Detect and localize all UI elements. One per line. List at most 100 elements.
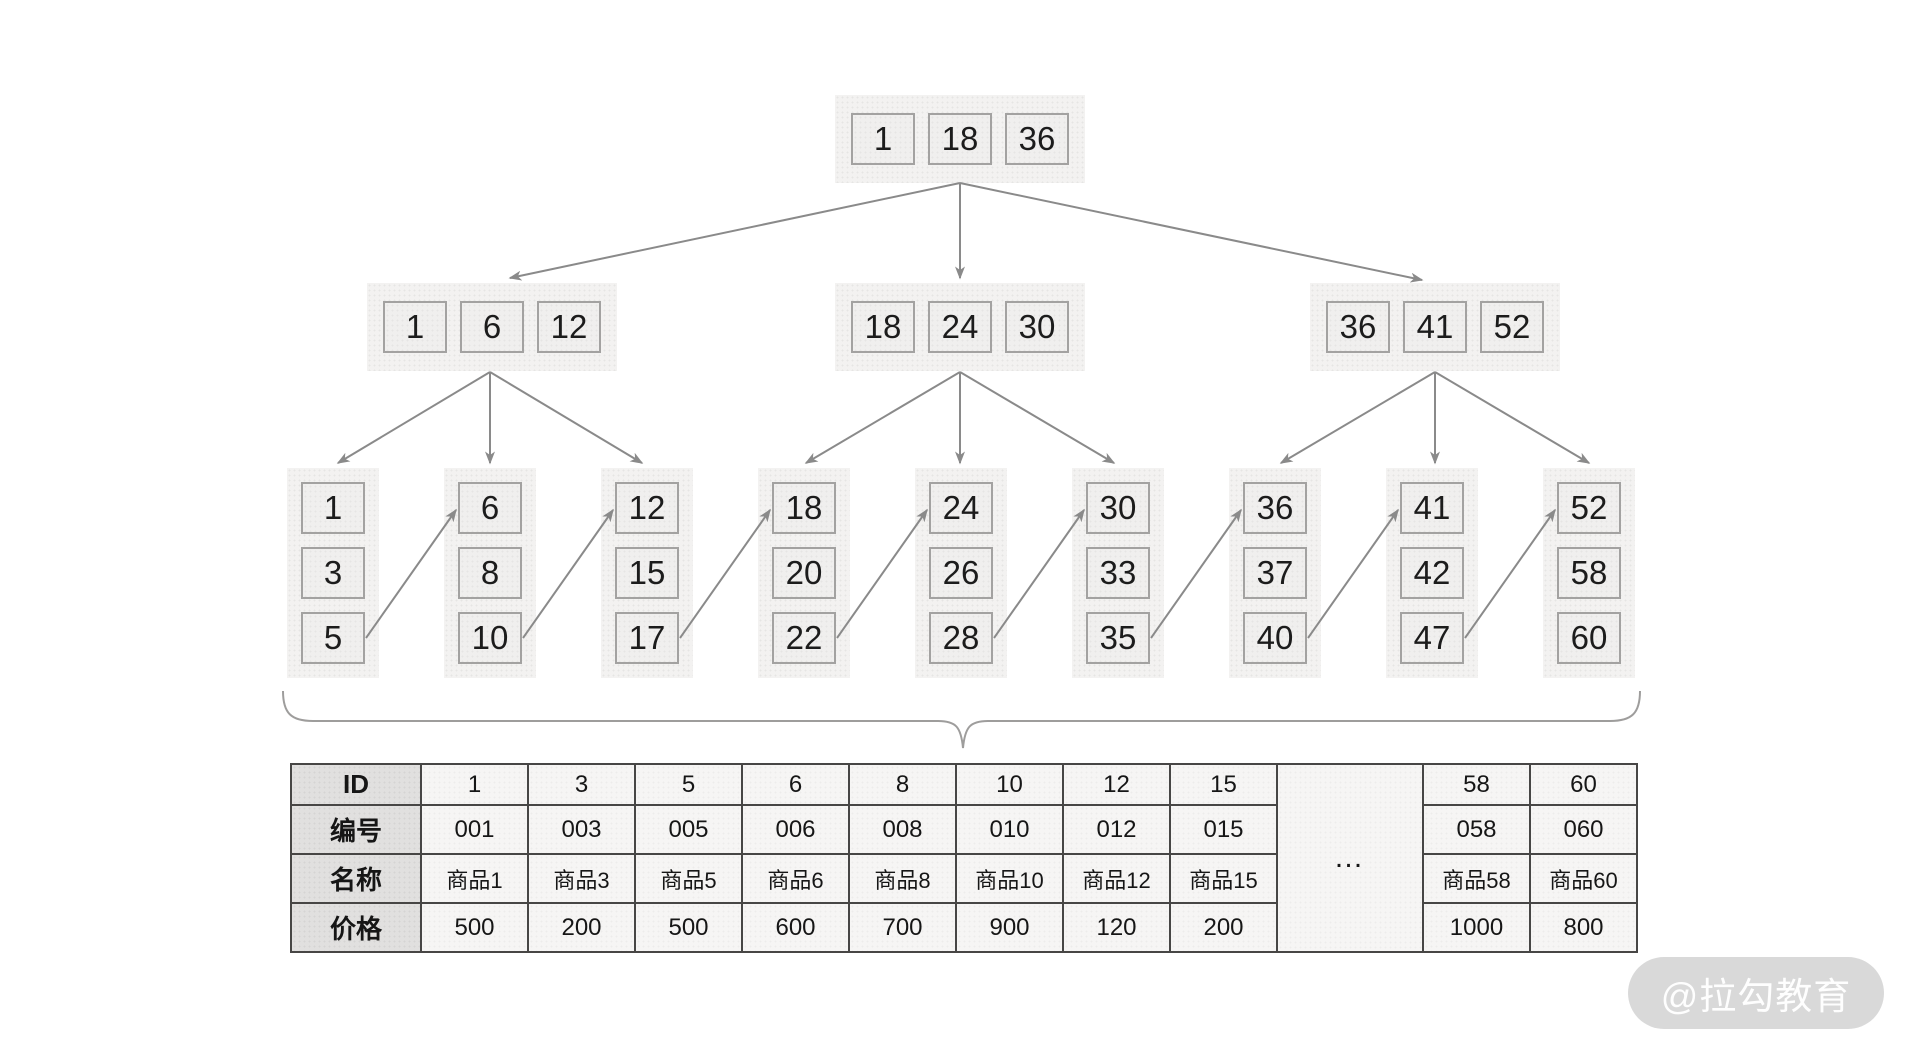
key-value: 40: [1256, 619, 1294, 656]
key-value: 30: [1018, 308, 1056, 345]
arrow-internal-to-leaf: [1279, 371, 1436, 464]
key-value: 15: [628, 554, 666, 591]
table-cell: 商品3: [527, 853, 636, 905]
key-box: 12: [615, 482, 679, 534]
table-cell: 060: [1529, 804, 1638, 856]
key-value: 18: [785, 489, 823, 526]
key-box: 10: [458, 612, 522, 664]
key-value: 24: [942, 489, 980, 526]
key-value: 42: [1413, 554, 1451, 591]
table-ellipsis-cell: …: [1276, 763, 1424, 953]
table-row-price: 价格 500 200 500 600 700 900 120 200 1000 …: [290, 902, 1638, 953]
arrow-root-to-internal-right: [959, 182, 1424, 283]
table-cell: 10: [955, 762, 1064, 807]
key-box: 47: [1400, 612, 1464, 664]
key-value: 36: [1339, 308, 1377, 345]
key-box: 22: [772, 612, 836, 664]
key-value: 41: [1413, 489, 1451, 526]
table-cell: 200: [527, 902, 636, 953]
table-cell: 商品15: [1169, 853, 1278, 905]
arrow-internal-to-leaf: [489, 371, 644, 464]
arrow-internal-to-leaf: [959, 371, 1116, 464]
key-box: 24: [929, 482, 993, 534]
btree-leaf-node: 52 58 60: [1543, 468, 1635, 678]
key-box: 60: [1557, 612, 1621, 664]
table-row-id: ID 1 3 5 6 8 10 12 15 … 58 60: [290, 762, 1638, 953]
table-row-number: 编号 001 003 005 006 008 010 012 015 058 0…: [290, 804, 1638, 856]
key-value: 20: [785, 554, 823, 591]
key-box: 6: [460, 301, 524, 353]
row-header: 名称: [290, 853, 422, 905]
key-value: 6: [480, 489, 500, 526]
arrow-internal-to-leaf: [336, 371, 491, 464]
table-cell: 商品10: [955, 853, 1064, 905]
key-box: 33: [1086, 547, 1150, 599]
key-box: 52: [1557, 482, 1621, 534]
key-box: 6: [458, 482, 522, 534]
key-value: 52: [1493, 308, 1531, 345]
table-cell: 5: [634, 762, 743, 807]
row-header: 编号: [290, 804, 422, 856]
btree-leaf-node: 1 3 5: [287, 468, 379, 678]
key-box: 41: [1403, 301, 1467, 353]
table-cell: 12: [1062, 762, 1171, 807]
table-cell: 商品6: [741, 853, 850, 905]
btree-leaf-node: 12 15 17: [601, 468, 693, 678]
table-cell: 58: [1422, 762, 1531, 807]
key-value: 18: [941, 120, 979, 157]
table-cell: 商品58: [1422, 853, 1531, 905]
key-box: 1: [301, 482, 365, 534]
arrow-leaf-link: [679, 508, 771, 639]
key-box: 26: [929, 547, 993, 599]
key-box: 18: [772, 482, 836, 534]
btree-internal-node-right: 36 41 52: [1310, 283, 1560, 371]
key-box: 36: [1243, 482, 1307, 534]
table-cell: 商品8: [848, 853, 957, 905]
key-value: 28: [942, 619, 980, 656]
watermark-label: @拉勾教育: [1660, 976, 1852, 1017]
key-box: 3: [301, 547, 365, 599]
table-cell: 1000: [1422, 902, 1531, 953]
key-value: 6: [482, 308, 502, 345]
key-value: 36: [1018, 120, 1056, 157]
key-value: 36: [1256, 489, 1294, 526]
key-box: 30: [1005, 301, 1069, 353]
btree-root-node: 1 18 36: [835, 95, 1085, 183]
key-box: 8: [458, 547, 522, 599]
key-box: 12: [537, 301, 601, 353]
table-row-name: 名称 商品1 商品3 商品5 商品6 商品8 商品10 商品12 商品15 商品…: [290, 853, 1638, 905]
table-cell: 200: [1169, 902, 1278, 953]
key-box: 52: [1480, 301, 1544, 353]
key-value: 8: [480, 554, 500, 591]
table-cell: 900: [955, 902, 1064, 953]
curly-brace: [282, 690, 1641, 749]
btree-internal-node-left: 1 6 12: [367, 283, 617, 371]
key-box: 58: [1557, 547, 1621, 599]
row-header: 价格: [290, 902, 422, 953]
btree-leaf-node: 24 26 28: [915, 468, 1007, 678]
key-box: 5: [301, 612, 365, 664]
key-value: 60: [1570, 619, 1608, 656]
table-cell: 800: [1529, 902, 1638, 953]
arrow-leaf-link: [522, 508, 614, 639]
key-box: 42: [1400, 547, 1464, 599]
table-cell: 010: [955, 804, 1064, 856]
table-cell: 8: [848, 762, 957, 807]
table-cell: 012: [1062, 804, 1171, 856]
key-value: 3: [323, 554, 343, 591]
key-value: 1: [323, 489, 343, 526]
key-value: 33: [1099, 554, 1137, 591]
btree-leaf-node: 6 8 10: [444, 468, 536, 678]
table-cell: 600: [741, 902, 850, 953]
key-box: 40: [1243, 612, 1307, 664]
key-box: 28: [929, 612, 993, 664]
key-value: 58: [1570, 554, 1608, 591]
table-cell: 005: [634, 804, 743, 856]
arrow-leaf-link: [1464, 508, 1556, 639]
key-value: 1: [405, 308, 425, 345]
key-box: 30: [1086, 482, 1150, 534]
table-cell: 500: [634, 902, 743, 953]
table-cell: 3: [527, 762, 636, 807]
key-value: 12: [628, 489, 666, 526]
